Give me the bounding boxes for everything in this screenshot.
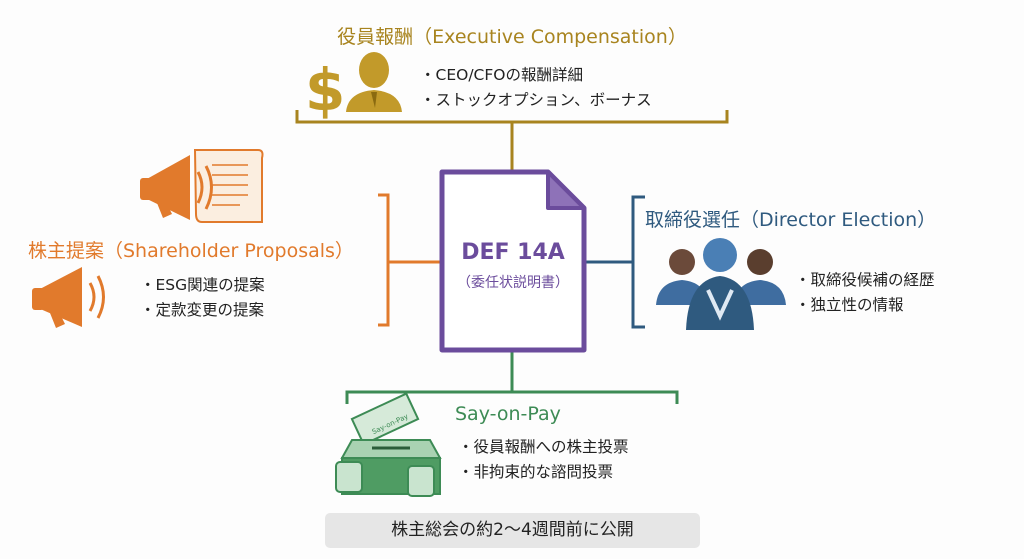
say-on-pay-title: Say-on-Pay bbox=[455, 403, 561, 425]
scroll-icon bbox=[193, 149, 264, 223]
megaphone-icon-large bbox=[140, 155, 213, 220]
svg-text:$: $ bbox=[305, 56, 345, 124]
bullet-item: ・非拘束的な諮問投票 bbox=[458, 463, 614, 481]
bullet-item: ・役員報酬への株主投票 bbox=[458, 438, 629, 456]
left-bracket bbox=[378, 193, 442, 327]
executive-person-icon bbox=[346, 52, 402, 112]
director-election-title: 取締役選任（Director Election） bbox=[645, 209, 937, 231]
top-bracket bbox=[295, 110, 729, 172]
shareholder-proposals-title: 株主提案（Shareholder Proposals） bbox=[28, 240, 354, 262]
bullet-item: ・ストックオプション、ボーナス bbox=[420, 91, 652, 109]
executive-compensation-bullets: ・CEO/CFOの報酬詳細 ・ストックオプション、ボーナス bbox=[420, 63, 652, 113]
bullet-item: ・独立性の情報 bbox=[795, 296, 904, 314]
center-document-subtitle: （委任状説明書） bbox=[457, 275, 569, 291]
directors-group-icon bbox=[656, 238, 786, 330]
megaphone-icon-small bbox=[32, 267, 105, 328]
thumbs-up-icon bbox=[335, 461, 363, 493]
document-icon bbox=[439, 169, 587, 353]
bottom-bracket bbox=[345, 350, 679, 404]
center-document-title: DEF 14A bbox=[461, 240, 565, 265]
right-bracket bbox=[584, 195, 645, 329]
thumbs-down-icon bbox=[407, 465, 435, 497]
bullet-item: ・CEO/CFOの報酬詳細 bbox=[420, 66, 583, 84]
executive-compensation-title: 役員報酬（Executive Compensation） bbox=[337, 26, 687, 48]
dollar-icon: $ bbox=[305, 56, 345, 124]
bullet-item: ・取締役候補の経歴 bbox=[795, 271, 935, 289]
bullet-item: ・ESG関連の提案 bbox=[140, 276, 265, 294]
say-on-pay-bullets: ・役員報酬への株主投票 ・非拘束的な諮問投票 bbox=[458, 435, 629, 485]
publication-timing-footer: 株主総会の約2〜4週間前に公開 bbox=[325, 513, 700, 548]
director-election-bullets: ・取締役候補の経歴 ・独立性の情報 bbox=[795, 268, 935, 318]
bullet-item: ・定款変更の提案 bbox=[140, 301, 265, 319]
shareholder-proposals-bullets: ・ESG関連の提案 ・定款変更の提案 bbox=[140, 273, 265, 323]
